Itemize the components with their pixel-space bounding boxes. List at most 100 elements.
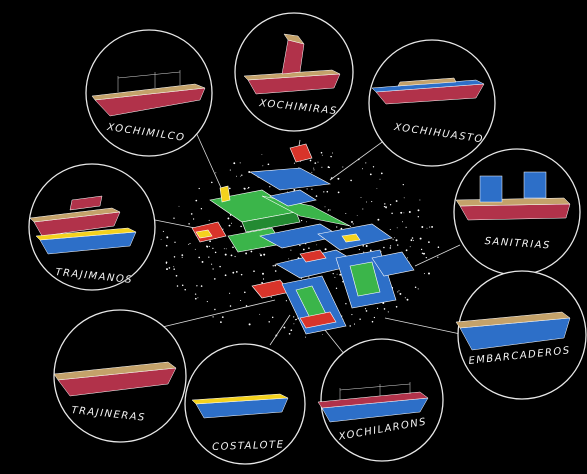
star-dot bbox=[339, 273, 342, 276]
star-dot bbox=[290, 249, 292, 251]
star-dot bbox=[209, 240, 211, 243]
star-dot bbox=[212, 316, 214, 318]
star-dot bbox=[290, 329, 293, 332]
star-dot bbox=[419, 199, 421, 201]
star-dot bbox=[364, 308, 367, 310]
star-dot bbox=[227, 217, 230, 220]
blue-pontoon-small bbox=[269, 189, 317, 207]
star-dot bbox=[419, 237, 422, 240]
star-dot bbox=[198, 187, 200, 190]
star-dot bbox=[395, 306, 398, 308]
star-dot bbox=[423, 273, 425, 275]
callout-circle-xochihuasto bbox=[368, 39, 496, 167]
leader-line-xochihuasto bbox=[329, 139, 386, 181]
star-dot bbox=[372, 166, 375, 168]
star-dot bbox=[395, 200, 398, 202]
star-dot bbox=[287, 191, 289, 193]
star-dot bbox=[260, 254, 262, 257]
star-dot bbox=[362, 208, 364, 210]
boat-trajimanos bbox=[29, 195, 137, 255]
star-dot bbox=[369, 249, 372, 252]
star-dot bbox=[212, 247, 214, 250]
star-dot bbox=[358, 249, 360, 251]
star-dot bbox=[437, 256, 439, 258]
star-dot bbox=[396, 227, 398, 229]
star-dot bbox=[240, 225, 242, 228]
star-dot bbox=[387, 311, 389, 313]
star-dot bbox=[181, 254, 184, 256]
star-dot bbox=[360, 196, 362, 198]
star-dot bbox=[399, 292, 402, 295]
star-dot bbox=[411, 237, 414, 239]
star-dot bbox=[366, 201, 367, 203]
star-dot bbox=[323, 191, 325, 193]
star-dot bbox=[363, 251, 365, 253]
star-dot bbox=[262, 272, 264, 275]
star-dot bbox=[369, 173, 372, 176]
star-dot bbox=[309, 159, 312, 162]
star-dot bbox=[400, 211, 403, 214]
star-dot bbox=[410, 239, 413, 242]
leader-lines bbox=[149, 129, 466, 356]
star-dot bbox=[263, 253, 266, 256]
star-dot bbox=[326, 190, 329, 193]
star-dot bbox=[414, 286, 417, 288]
leader-line-costalote bbox=[269, 314, 291, 346]
star-dot bbox=[403, 212, 405, 214]
star-dot bbox=[390, 245, 392, 247]
boat-xochihuasto bbox=[371, 77, 485, 105]
star-dot bbox=[417, 209, 420, 212]
star-dot bbox=[261, 154, 263, 156]
star-dot bbox=[337, 191, 340, 194]
boat-xochimaras bbox=[243, 33, 341, 95]
star-dot bbox=[174, 241, 176, 243]
star-dot bbox=[373, 316, 376, 319]
star-dot bbox=[308, 247, 310, 249]
star-dot bbox=[420, 248, 423, 251]
star-dot bbox=[314, 162, 317, 164]
star-dot bbox=[327, 209, 330, 211]
star-dot bbox=[240, 299, 242, 302]
star-dot bbox=[349, 325, 351, 327]
star-dot bbox=[313, 167, 315, 169]
red-block-center bbox=[299, 249, 327, 263]
star-dot bbox=[337, 177, 340, 180]
star-dot bbox=[168, 267, 171, 269]
star-dot bbox=[376, 307, 379, 310]
star-dot bbox=[250, 250, 253, 253]
star-dot bbox=[394, 236, 395, 238]
star-dot bbox=[243, 187, 246, 190]
star-dot bbox=[235, 271, 238, 273]
star-dot bbox=[162, 230, 164, 232]
star-dot bbox=[195, 199, 198, 202]
star-dot bbox=[239, 162, 241, 164]
star-dot bbox=[160, 238, 162, 240]
star-dot bbox=[377, 218, 380, 221]
star-dot bbox=[215, 172, 217, 174]
boat-xochimilco bbox=[91, 70, 206, 117]
star-dot bbox=[165, 244, 168, 247]
star-dot bbox=[437, 246, 440, 248]
star-dot bbox=[397, 291, 399, 293]
star-dot bbox=[192, 218, 195, 220]
star-dot bbox=[353, 323, 356, 325]
star-dot bbox=[178, 205, 180, 207]
star-dot bbox=[206, 245, 208, 247]
star-dot bbox=[270, 296, 272, 298]
star-dot bbox=[181, 284, 184, 286]
star-dot bbox=[431, 225, 434, 228]
boat-trajineras bbox=[53, 361, 177, 397]
star-dot bbox=[349, 225, 351, 227]
star-dot bbox=[336, 273, 338, 275]
star-dot bbox=[221, 316, 224, 318]
star-dot bbox=[232, 271, 235, 274]
star-dot bbox=[200, 208, 203, 210]
star-dot bbox=[345, 303, 347, 305]
star-dot bbox=[189, 242, 191, 245]
star-dot bbox=[407, 257, 409, 259]
yellow-post bbox=[219, 185, 231, 203]
star-dot bbox=[196, 285, 198, 287]
star-dot bbox=[230, 254, 233, 257]
